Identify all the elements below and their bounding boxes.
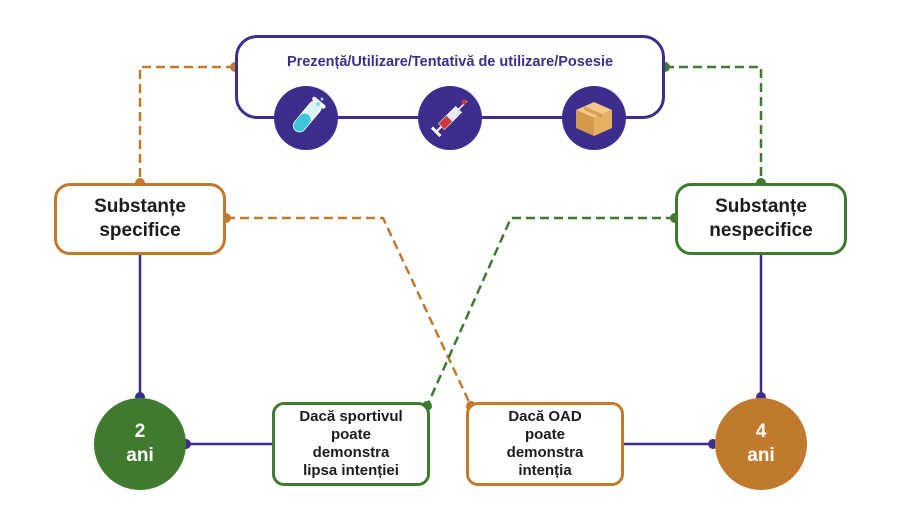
oad-condition-label: Dacă OAD poate demonstra intenția	[506, 408, 584, 479]
nonspecific-substances-box: Substanțe nespecifice	[675, 183, 847, 255]
nonspecific-substances-label: Substanțe nespecifice	[709, 196, 813, 241]
syringe-icon	[418, 86, 482, 150]
two-years-circle: 2 ani	[94, 398, 186, 490]
athlete-condition-box: Dacă sportivul poate demonstra lipsa int…	[272, 402, 430, 486]
top-to-specific-dashed	[138, 65, 235, 183]
specific-to-oad-dashed	[226, 216, 473, 407]
four-years-label: 4 ani	[747, 421, 775, 466]
athlete-condition-label: Dacă sportivul poate demonstra lipsa int…	[299, 408, 403, 479]
four-years-circle: 4 ani	[715, 398, 807, 490]
specific-substances-box: Substanțe specifice	[54, 183, 226, 255]
two-years-label: 2 ani	[126, 421, 154, 466]
violation-types-title: Prezență/Utilizare/Tentativă de utilizar…	[286, 54, 614, 70]
package-box-icon	[562, 86, 626, 150]
oad-condition-box: Dacă OAD poate demonstra intenția	[466, 402, 624, 486]
specific-substances-label: Substanțe specifice	[94, 196, 186, 241]
nonspecific-to-athlete-dashed	[425, 216, 675, 407]
test-tube-icon	[274, 86, 338, 150]
top-to-nonspecific-dashed	[665, 65, 763, 183]
